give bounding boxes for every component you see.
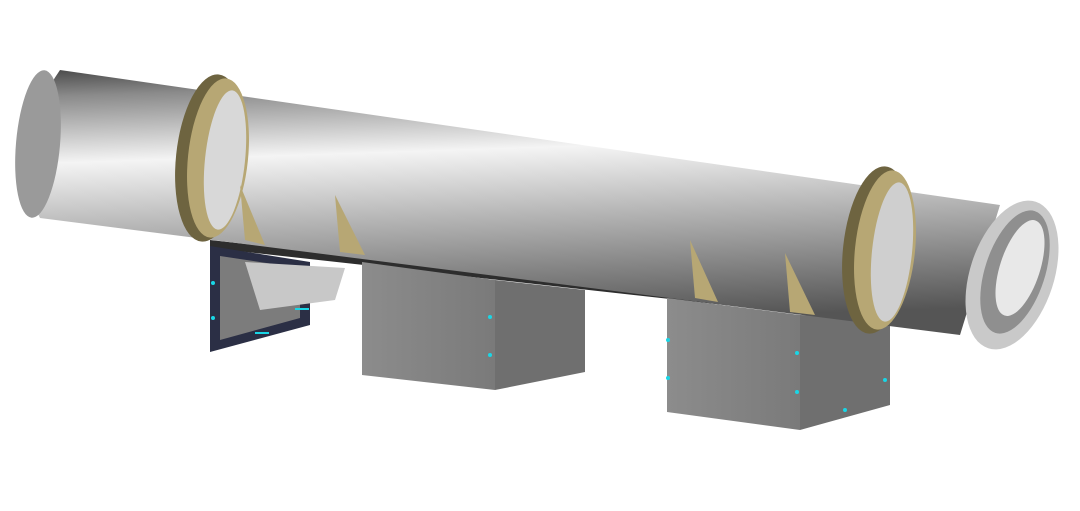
support-box-right [666,298,890,430]
bolt-markers [211,281,309,334]
left-support-frame [210,246,345,352]
pipe-body [26,70,1000,335]
support-box-middle [362,262,585,390]
saddle-supports [240,185,815,315]
pipe-left-end [15,70,61,218]
pipe-bell-end [965,200,1059,350]
flange-right [842,166,916,334]
flange-left [175,74,249,242]
